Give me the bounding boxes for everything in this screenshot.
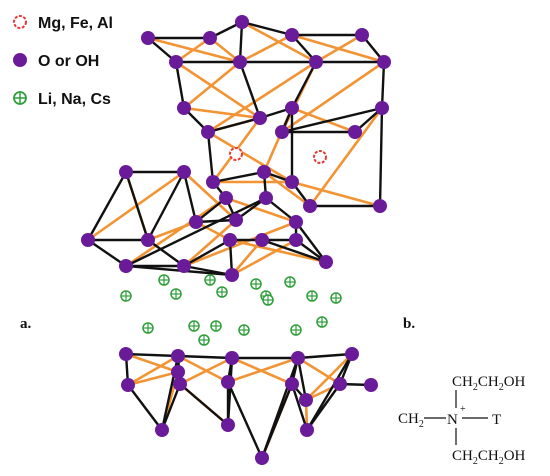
formula-right-group: T bbox=[492, 412, 501, 428]
interlayer-cation bbox=[204, 274, 216, 286]
oxygen-atom bbox=[377, 55, 391, 69]
oxygen-atom bbox=[299, 393, 313, 407]
interlayer-cation bbox=[306, 290, 318, 302]
oxygen-atom bbox=[119, 165, 133, 179]
oxygen-atom bbox=[81, 233, 95, 247]
interlayer-cation bbox=[210, 320, 222, 332]
oxygen-atom bbox=[119, 347, 133, 361]
formula-top-group-part1: CH bbox=[452, 374, 473, 390]
oxygen-atom bbox=[225, 351, 239, 365]
oxygen-atom bbox=[300, 423, 314, 437]
oxygen-atom bbox=[373, 199, 387, 213]
formula-center-atom: N bbox=[447, 412, 458, 428]
oxygen-atom bbox=[333, 377, 347, 391]
octahedral-cations bbox=[229, 147, 327, 164]
oxygen-atom bbox=[119, 259, 133, 273]
interlayer-cation bbox=[284, 276, 296, 288]
interlayer-cation bbox=[216, 286, 228, 298]
oxygen-atom bbox=[285, 377, 299, 391]
oxygen-atom bbox=[289, 215, 303, 229]
legend-item-oxygen: O or OH bbox=[13, 53, 99, 70]
oxygen-atom bbox=[171, 349, 185, 363]
legend-label-interlayer: Li, Na, Cs bbox=[38, 91, 111, 108]
interlayer-cation bbox=[142, 322, 154, 334]
interlayer-cation bbox=[188, 320, 200, 332]
interlayer-cation bbox=[120, 290, 132, 302]
legend-item-interlayer: Li, Na, Cs bbox=[13, 91, 111, 108]
oxygen-atom bbox=[319, 255, 333, 269]
oxygen-atom bbox=[275, 125, 289, 139]
cation-open-circle bbox=[229, 147, 243, 161]
oxygen-atom bbox=[259, 191, 273, 205]
oxygen-atom bbox=[177, 259, 191, 273]
open-red-circle-icon bbox=[13, 15, 27, 29]
oxygen-atom bbox=[177, 165, 191, 179]
oxygen-atom bbox=[221, 375, 235, 389]
oxygen-atom bbox=[189, 215, 203, 229]
quaternary-ammonium-formula: CH2CH2OH CH2 N + T CH2CH2OH bbox=[398, 374, 526, 467]
oxygen-atom bbox=[309, 55, 323, 69]
interlayer-cation bbox=[330, 292, 342, 304]
interlayer-cation bbox=[158, 274, 170, 286]
panel-label-a: a. bbox=[20, 316, 32, 332]
oxygen-atom bbox=[141, 233, 155, 247]
formula-top-group: CH2CH2OH bbox=[452, 374, 526, 393]
oxygen-atom bbox=[285, 175, 299, 189]
oxygen-atom bbox=[355, 28, 369, 42]
oxygen-atom bbox=[141, 31, 155, 45]
legend: Mg, Fe, Al O or OH Li, Na, Cs bbox=[13, 15, 113, 108]
legend-label-cation: Mg, Fe, Al bbox=[38, 15, 113, 32]
oxygen-atom bbox=[233, 55, 247, 69]
formula-left-group: CH2 bbox=[398, 411, 424, 430]
oxygen-atom bbox=[221, 418, 235, 432]
purple-dot-icon bbox=[13, 53, 27, 67]
oxygen-atom bbox=[203, 31, 217, 45]
oxygen-atom bbox=[348, 125, 362, 139]
formula-charge: + bbox=[460, 404, 466, 415]
oxygen-atom bbox=[255, 451, 269, 465]
interlayer-cation bbox=[238, 324, 250, 336]
interlayer-cation bbox=[198, 334, 210, 346]
oxygen-atom bbox=[171, 365, 185, 379]
formula-bottom-group: CH2CH2OH bbox=[452, 448, 526, 467]
oxygen-atom bbox=[155, 423, 169, 437]
oxygen-atom bbox=[173, 377, 187, 391]
legend-label-oxygen: O or OH bbox=[38, 53, 99, 70]
oxygen-atom bbox=[253, 111, 267, 125]
oxygen-atom bbox=[235, 15, 249, 29]
oxygen-atom bbox=[229, 213, 243, 227]
oxygen-atom bbox=[255, 233, 269, 247]
oxygen-atom bbox=[206, 175, 220, 189]
oxygen-atom bbox=[285, 28, 299, 42]
oxygen-atom bbox=[285, 101, 299, 115]
oxygen-atom bbox=[169, 55, 183, 69]
oxygen-atom bbox=[375, 101, 389, 115]
oxygen-atom bbox=[291, 351, 305, 365]
panel-label-b: b. bbox=[403, 316, 415, 332]
oxygen-atom bbox=[257, 165, 271, 179]
oxygen-atom bbox=[303, 199, 317, 213]
cation-open-circle bbox=[313, 150, 327, 164]
oxygen-atoms bbox=[81, 15, 391, 465]
oxygen-atom bbox=[225, 268, 239, 282]
oxygen-atom bbox=[219, 191, 233, 205]
legend-item-cation: Mg, Fe, Al bbox=[13, 15, 113, 32]
interlayer-cations bbox=[120, 274, 342, 346]
interlayer-cation bbox=[262, 294, 274, 306]
oxygen-atom bbox=[289, 233, 303, 247]
oxygen-atom bbox=[364, 378, 378, 392]
interlayer-cation bbox=[170, 288, 182, 300]
interlayer-cation bbox=[316, 316, 328, 328]
oxygen-atom bbox=[201, 125, 215, 139]
oxygen-atom bbox=[345, 347, 359, 361]
oxygen-atom bbox=[121, 378, 135, 392]
interlayer-cation bbox=[250, 278, 262, 290]
oxygen-atom bbox=[177, 101, 191, 115]
oxygen-atom bbox=[223, 233, 237, 247]
interlayer-cation bbox=[290, 324, 302, 336]
